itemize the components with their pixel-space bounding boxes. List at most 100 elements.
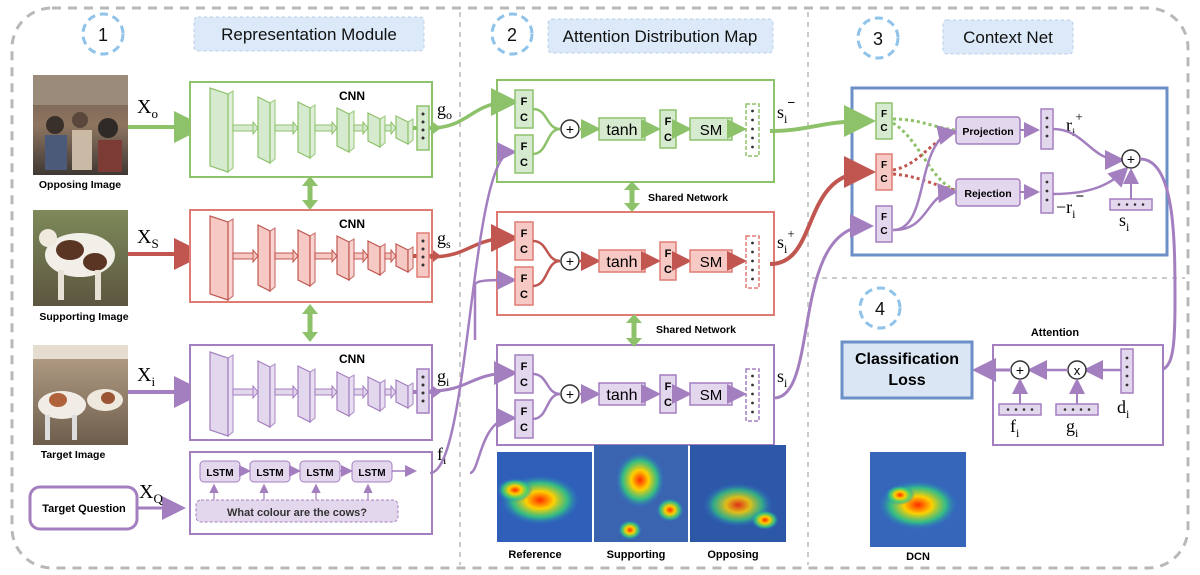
svg-text:+: + <box>1127 151 1135 167</box>
svg-text:What colour are the cows?: What colour are the cows? <box>227 507 367 519</box>
lstm-cell-2: LSTM <box>249 460 291 483</box>
svg-text:C: C <box>880 174 887 185</box>
svg-text:C: C <box>664 264 672 276</box>
svg-text:tanh: tanh <box>606 387 637 404</box>
svg-text:x: x <box>1074 363 1081 378</box>
cnn-opposing-layer-4 <box>336 107 369 154</box>
context-to-d <box>1139 157 1177 384</box>
context-sum-node: + <box>1121 149 1141 169</box>
cnn-supporting-layer-6 <box>395 243 414 274</box>
heatmap-reference-caption: Reference <box>508 549 561 561</box>
svg-text:F: F <box>881 160 887 171</box>
cnn-supporting-layer-3 <box>297 229 338 288</box>
r-plus-label: ri+ <box>1066 109 1083 139</box>
svg-text:3: 3 <box>873 29 883 49</box>
svg-text:Loss: Loss <box>888 372 925 389</box>
svg-text:4: 4 <box>875 299 885 319</box>
cnn-target-layer-2 <box>257 360 299 429</box>
svg-text:F: F <box>881 109 887 120</box>
adm-supporting-fc-bottom: FC <box>514 266 534 306</box>
adm-supporting-output-vector <box>745 235 760 289</box>
x-s-label: XS <box>137 226 159 251</box>
heatmap-reference <box>497 452 592 542</box>
r-minus-to-sum <box>1052 166 1129 196</box>
lstm-cell-4: LSTM <box>351 460 393 483</box>
adm-target-fc-bottom: FC <box>514 399 534 439</box>
f-i-to-fc-3 <box>469 408 517 475</box>
dcn-heatmap <box>870 452 966 547</box>
s-i-to-context <box>773 214 874 400</box>
r-plus-to-sum <box>1052 127 1125 170</box>
svg-text:F: F <box>665 116 672 128</box>
svg-text:C: C <box>664 397 672 409</box>
shared-arrow-adm-2 <box>626 314 642 347</box>
cnn-target-layer-5 <box>367 376 397 413</box>
d-i-label: di <box>1117 397 1130 421</box>
adm-target-output-vector <box>745 368 760 422</box>
supporting-image <box>33 210 128 306</box>
svg-text:Target Question: Target Question <box>42 503 126 515</box>
cnn-label-supporting: CNN <box>339 217 365 231</box>
heatmap-supporting-caption: Supporting <box>607 549 666 561</box>
svg-text:Representation Module: Representation Module <box>221 25 397 44</box>
section-1-title: Representation Module <box>193 16 425 52</box>
dotted-green-to-rejection <box>892 121 956 192</box>
cnn-opposing-layer-5 <box>367 112 397 149</box>
cnn-label-target: CNN <box>339 352 365 366</box>
target-image <box>33 345 128 445</box>
svg-text:F: F <box>521 141 528 153</box>
svg-text:Context Net: Context Net <box>963 28 1053 47</box>
d-i-vector <box>1120 348 1134 394</box>
section-2-title: Attention Distribution Map <box>547 18 774 54</box>
adm-target-tanh-block: tanh <box>598 382 646 406</box>
heatmap-opposing <box>690 445 786 542</box>
section-1-badge: 1 <box>81 12 125 56</box>
cnn-target <box>189 344 441 441</box>
svg-text:F: F <box>881 212 887 223</box>
svg-text:LSTM: LSTM <box>206 468 233 479</box>
adm-opposing-output-vector <box>745 103 760 157</box>
multiply-node: x <box>1067 360 1087 380</box>
svg-text:C: C <box>520 377 528 389</box>
s-minus-label: si− <box>777 96 795 126</box>
g-o-vector <box>416 105 430 151</box>
svg-text:C: C <box>880 226 887 237</box>
target-image-caption: Target Image <box>41 449 106 461</box>
svg-text:2: 2 <box>507 25 517 45</box>
svg-text:+: + <box>566 121 574 137</box>
cnn-supporting <box>189 209 441 303</box>
adm-target-softmax-block: SM <box>689 382 733 406</box>
adm-target-plus-node: + <box>560 384 580 404</box>
lstm-cell-3: LSTM <box>299 460 341 483</box>
fc-to-projection <box>892 125 958 232</box>
svg-text:SM: SM <box>700 122 723 139</box>
cnn-supporting-layer-5 <box>367 240 397 277</box>
rejection-block: Rejection <box>955 178 1021 207</box>
section-3-badge: 3 <box>856 16 900 60</box>
fc-to-rejection <box>892 183 958 232</box>
svg-text:F: F <box>665 381 672 393</box>
g-s-to-fc <box>429 224 519 259</box>
adm-opposing-fc-mid: FC <box>659 109 677 149</box>
svg-text:LSTM: LSTM <box>358 468 385 479</box>
svg-text:C: C <box>880 123 887 134</box>
target-question-box: Target Question <box>28 485 139 531</box>
adm-opposing-plus-node: + <box>560 119 580 139</box>
svg-text:Rejection: Rejection <box>964 188 1011 200</box>
r-plus-vector <box>1040 108 1054 150</box>
g-i-attention-label: gi <box>1066 416 1079 440</box>
adm-opposing-softmax-block: SM <box>689 117 733 141</box>
svg-text:+: + <box>566 253 574 269</box>
svg-text:F: F <box>521 228 528 240</box>
adm-supporting-fc-top: FC <box>514 221 534 261</box>
svg-text:tanh: tanh <box>606 254 637 271</box>
g-i-to-fc <box>429 361 518 393</box>
svg-text:F: F <box>521 273 528 285</box>
shared-arrow-cnn-2 <box>302 304 318 342</box>
cnn-supporting-layer-2 <box>257 224 299 293</box>
s-plus-label: si+ <box>777 226 795 256</box>
f-i-attention-label: fi <box>1010 416 1020 440</box>
adm-target-fc-top: FC <box>514 354 534 394</box>
svg-text:SM: SM <box>700 254 723 271</box>
